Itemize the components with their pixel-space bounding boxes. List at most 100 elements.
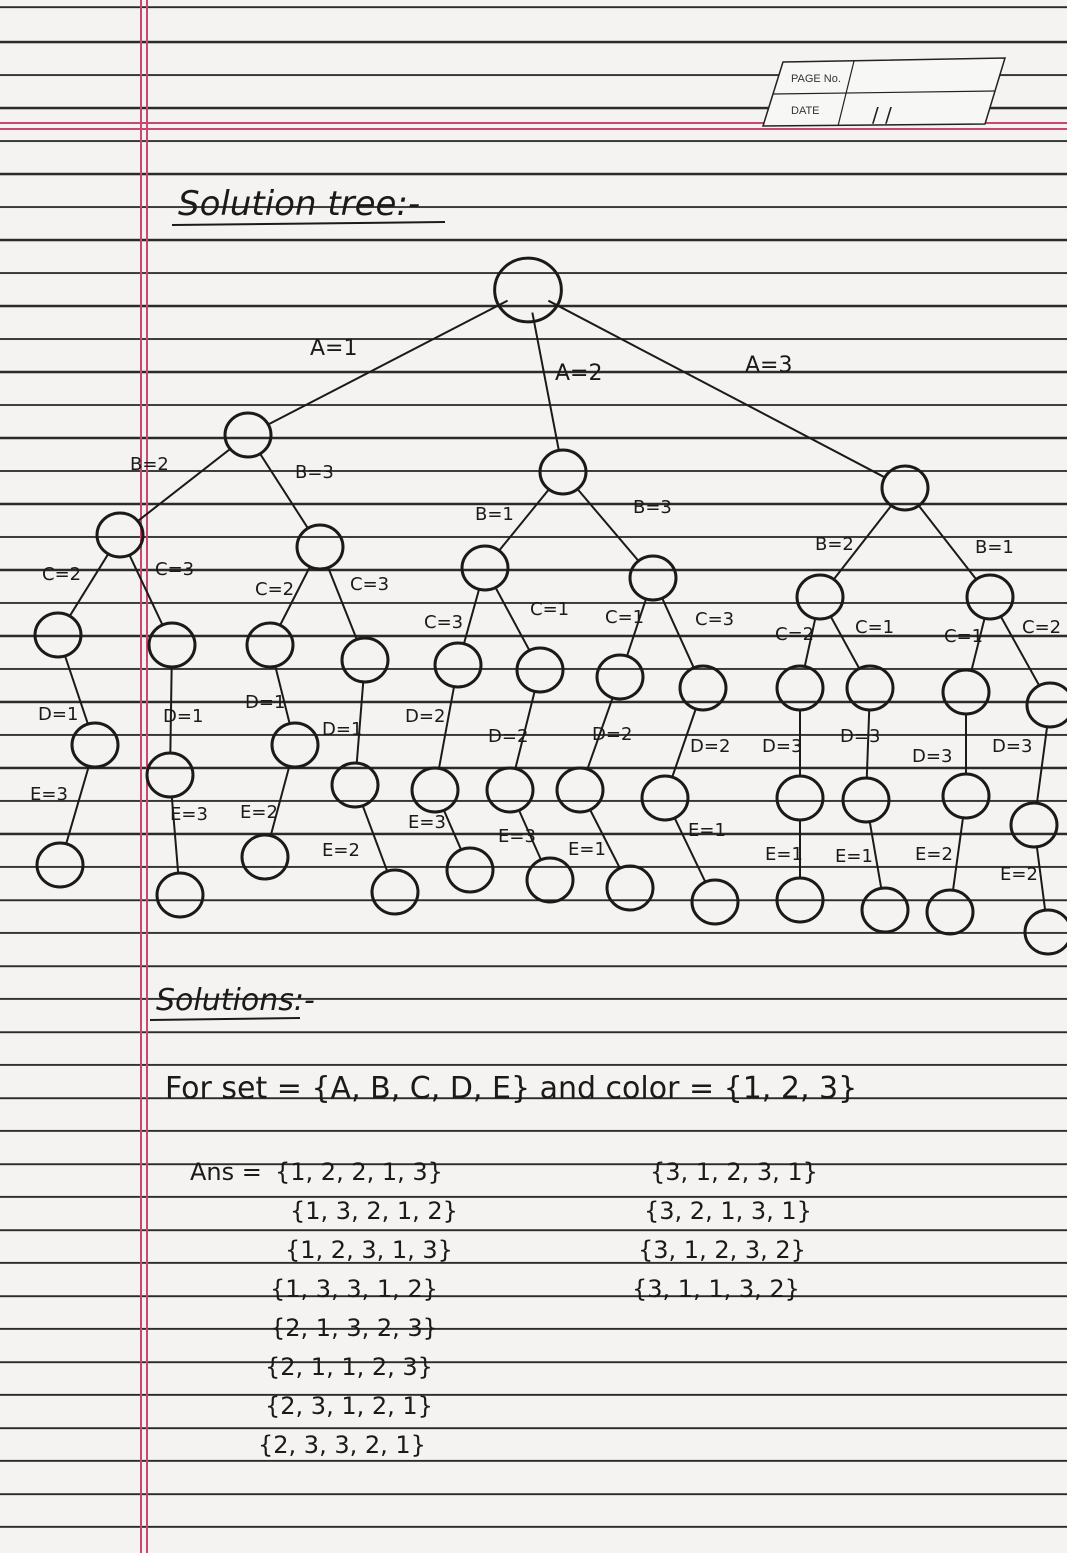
edge-label: D=3 (992, 736, 1032, 757)
tree-edge (918, 505, 977, 580)
edge-label: D=1 (163, 706, 203, 727)
page-no-label: PAGE No. (791, 73, 841, 85)
edge-label: E=2 (915, 844, 953, 865)
edge-label: B=3 (295, 462, 334, 483)
tree-node (860, 886, 910, 934)
edge-label: C=3 (424, 612, 463, 633)
edge-label: B=3 (633, 497, 672, 518)
tree-nodes (33, 256, 1067, 956)
edge-label: D=3 (840, 726, 880, 747)
answer-right-item: {3, 1, 2, 3, 2} (638, 1236, 806, 1264)
tree-node (965, 573, 1015, 621)
tree-edge (170, 797, 180, 873)
tree-edge (495, 587, 530, 651)
edge-label: C=3 (350, 574, 389, 595)
tree-node (515, 646, 565, 694)
edge-label: C=1 (530, 599, 569, 620)
edge-label: C=1 (944, 626, 983, 647)
page-date-box: PAGE No. DATE / / (761, 57, 1007, 127)
tree-node (33, 611, 83, 659)
edge-label: C=3 (695, 609, 734, 630)
date-label: DATE (791, 105, 820, 117)
tree-node (1009, 801, 1059, 849)
edge-label: E=1 (568, 839, 606, 860)
edge-label: D=1 (38, 704, 78, 725)
edge-label: D=1 (322, 719, 362, 740)
tree-node (223, 411, 273, 459)
edge-label: E=1 (835, 846, 873, 867)
problem-statement: For set = {A, B, C, D, E} and color = {1… (165, 1071, 857, 1106)
tree-edge (498, 489, 550, 551)
tree-node (795, 573, 845, 621)
tree-node (445, 846, 495, 894)
tree-edge (438, 687, 455, 768)
edge-label: A=1 (310, 336, 357, 361)
tree-node (1023, 908, 1067, 956)
tree-node (538, 448, 588, 496)
tree-edge (577, 488, 639, 562)
answer-right-item: {3, 1, 1, 3, 2} (632, 1275, 800, 1303)
answer-left-item: {2, 3, 3, 2, 1} (258, 1431, 426, 1459)
edge-label: D=2 (690, 736, 730, 757)
tree-node (240, 833, 290, 881)
tree-node (595, 653, 645, 701)
tree-node (245, 621, 295, 669)
edge-label: C=1 (605, 607, 644, 628)
tree-edge (327, 567, 358, 640)
tree-edge (128, 555, 164, 625)
tree-node (880, 464, 930, 512)
edge-label: B=2 (130, 454, 169, 475)
tree-node (628, 554, 678, 602)
tree-node (410, 766, 460, 814)
tree-edge (518, 810, 542, 860)
answers-left-column: {1, 2, 2, 1, 3}{1, 3, 2, 1, 2}{1, 2, 3, … (258, 1158, 458, 1459)
tree-edge (970, 619, 986, 670)
answer-left-item: {2, 1, 1, 2, 3} (265, 1353, 433, 1381)
tree-node (433, 641, 483, 689)
edge-label: E=2 (240, 802, 278, 823)
tree-edge (279, 567, 311, 625)
edge-label: C=2 (42, 564, 81, 585)
tree-edge (64, 656, 89, 724)
edge-label: E=2 (322, 840, 360, 861)
tree-node (525, 856, 575, 904)
tree-node (775, 876, 825, 924)
tree-edge (514, 692, 536, 768)
tree-edge (65, 766, 90, 844)
edge-label: C=2 (1022, 617, 1061, 638)
tree-node (485, 766, 535, 814)
answer-left-item: {1, 2, 3, 1, 3} (285, 1236, 453, 1264)
edge-label: B=2 (815, 534, 854, 555)
tree-node (460, 544, 510, 592)
tree-node (370, 868, 420, 916)
solutions-heading: Solutions:- (156, 983, 315, 1018)
edge-label: E=3 (170, 804, 208, 825)
edge-label: A=2 (555, 361, 602, 386)
tree-edge (865, 710, 871, 778)
edge-label: D=3 (762, 736, 802, 757)
edge-label: B=1 (475, 504, 514, 525)
tree-edge (589, 810, 621, 868)
tree-edge (952, 818, 964, 890)
tree-node (640, 774, 690, 822)
tree-node (330, 761, 380, 809)
tree-heading: Solution tree:- (178, 184, 420, 224)
tree-edge (259, 453, 309, 529)
tree-edge (267, 299, 509, 426)
tree-node (775, 664, 825, 712)
tree-edges (64, 299, 1048, 910)
tree-node (555, 766, 605, 814)
edge-label: E=1 (688, 820, 726, 841)
tree-node (941, 772, 991, 820)
tree-edge (586, 698, 614, 769)
answer-left-item: {1, 2, 2, 1, 3} (275, 1158, 443, 1186)
edge-label: D=2 (488, 726, 528, 747)
tree-node (147, 621, 197, 669)
answer-label: Ans = (190, 1158, 262, 1186)
tree-node (295, 523, 345, 571)
answers-right-column: {3, 1, 2, 3, 1}{3, 2, 1, 3, 1}{3, 1, 2, … (632, 1158, 818, 1303)
tree-node (155, 871, 205, 919)
